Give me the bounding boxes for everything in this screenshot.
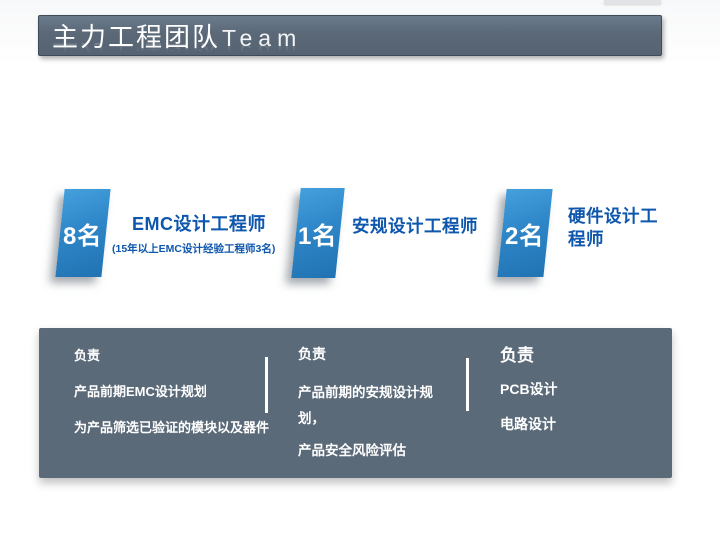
duty-heading-hardware: 负责 bbox=[500, 346, 534, 365]
team-subtitle-emc: (15年以上EMC设计经验工程师3名) bbox=[112, 243, 276, 255]
duty-item: 产品前期EMC设计规划 bbox=[74, 384, 207, 399]
duty-item: 产品前期的安规设计规 划， bbox=[298, 385, 433, 426]
team-title-emc: EMC设计工程师 bbox=[132, 214, 266, 234]
team-count-badge-emc: 8名 bbox=[55, 189, 111, 277]
duty-item: 电路设计 bbox=[500, 416, 556, 432]
duty-item: 为产品筛选已验证的模块以及器件 bbox=[74, 420, 270, 435]
team-count-label: 2名 bbox=[505, 222, 545, 250]
team-count-badge-safety: 1名 bbox=[291, 188, 345, 278]
team-title-safety: 安规设计工程师 bbox=[352, 216, 478, 236]
responsibilities-panel: 负责 产品前期EMC设计规划 为产品筛选已验证的模块以及器件 负责 产品前期的安… bbox=[39, 328, 672, 478]
slide-title: 主力工程团队Team bbox=[52, 17, 302, 54]
top-edge-decoration bbox=[604, 0, 661, 4]
team-count-label: 1名 bbox=[298, 222, 338, 250]
slide-title-chinese: 主力工程团队 bbox=[52, 22, 221, 52]
duty-heading-emc: 负责 bbox=[74, 348, 101, 363]
team-count-label: 8名 bbox=[63, 222, 103, 250]
column-divider bbox=[265, 357, 268, 413]
duty-heading-safety: 负责 bbox=[298, 346, 326, 362]
team-title-hardware: 硬件设计工 程师 bbox=[568, 206, 658, 249]
slide-title-english: Team bbox=[222, 25, 303, 51]
column-divider bbox=[466, 358, 469, 411]
duty-item: PCB设计 bbox=[500, 381, 558, 397]
duty-item: 产品安全风险评估 bbox=[298, 443, 406, 458]
team-count-badge-hardware: 2名 bbox=[497, 189, 553, 277]
slide-title-banner: 主力工程团队Team bbox=[38, 15, 662, 56]
